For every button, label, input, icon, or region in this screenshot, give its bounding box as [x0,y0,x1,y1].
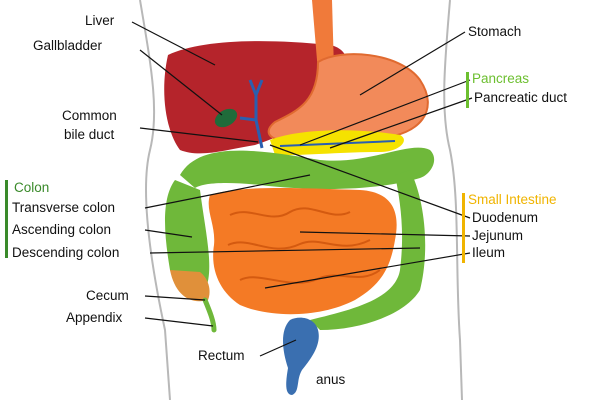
esophagus-shape [312,0,334,72]
leader-stomach [359,31,466,96]
label-rectum: Rectum [198,348,245,363]
label-pancreatic-duct: Pancreatic duct [474,90,568,105]
label-anus: anus [316,372,346,387]
label-stomach: Stomach [468,24,522,39]
label-appendix: Appendix [66,310,123,325]
leader-appendix [144,317,214,327]
label-jejunum: Jejunum [472,228,524,243]
label-ileum: Ileum [472,245,506,260]
leader-common-bile-duct [139,127,259,143]
leader-lines [131,21,473,357]
leader-descending-colon [149,247,421,254]
ascending-colon-shape [165,180,210,292]
descending-colon-shape [310,170,426,330]
label-colon-title: Colon [14,180,50,195]
leader-transverse-colon [144,174,311,209]
label-common-bile-duct-line1: Common [62,108,117,123]
leader-ileum [264,252,471,289]
label-cecum: Cecum [86,288,129,303]
small-intestine-group-bar [462,193,465,263]
body-outline-left [139,0,171,400]
colon-group-bar [5,180,8,258]
leader-gallbladder [139,49,223,116]
rectum-shape [283,317,319,395]
leader-rectum [259,339,297,357]
leader-duodenum [269,144,471,219]
label-duodenum: Duodenum [472,210,539,225]
label-small-intestine-title: Small Intestine [468,192,557,207]
cecum-shape [170,270,210,302]
appendix-shape [202,297,217,333]
label-descending-colon: Descending colon [12,245,120,260]
pancreatic-duct-shape [279,140,396,147]
leader-pancreas [299,79,471,146]
label-ascending-colon: Ascending colon [12,222,112,237]
leader-pancreatic-duct [329,97,473,149]
transverse-colon-shape [180,147,435,190]
label-pancreas-title: Pancreas [472,71,530,86]
label-liver: Liver [85,13,115,28]
pancreas-group-bar [466,72,469,108]
leader-jejunum [299,231,471,237]
small-intestine-shape [208,187,397,315]
bile-duct-shape [239,79,264,149]
leader-liver [131,21,216,66]
leader-cecum [144,295,206,301]
label-gallbladder: Gallbladder [33,38,103,53]
label-common-bile-duct-line2: bile duct [64,127,115,142]
body-outline-right [443,0,463,400]
label-transverse-colon: Transverse colon [12,200,116,215]
leader-ascending-colon [144,229,193,238]
